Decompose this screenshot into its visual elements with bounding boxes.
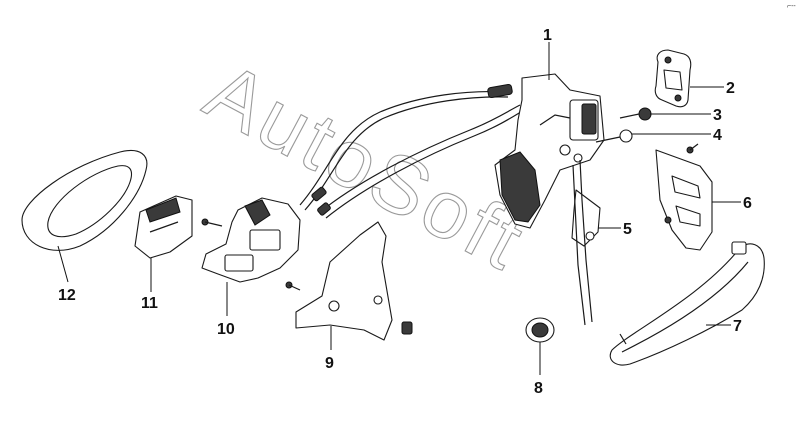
callout-5: 5: [623, 221, 632, 238]
corner-mark: ⌐--: [787, 3, 796, 10]
part-1-door-latch: [494, 73, 605, 229]
part-7-outside-handle: [609, 241, 765, 366]
callout-8: 8: [534, 380, 543, 397]
part-3-screw: [619, 107, 652, 121]
callout-12: 12: [58, 287, 76, 304]
callout-6: 6: [743, 195, 752, 212]
callout-2: 2: [726, 80, 735, 97]
part-10-inner-handle-mechanism: [201, 197, 301, 283]
part-2-striker: [654, 49, 692, 108]
leader-lines: [57, 42, 741, 375]
release-cables: [299, 83, 525, 219]
part-5-link-rod: [571, 159, 601, 326]
part-4-bolt: [595, 129, 633, 143]
callout-4: 4: [713, 127, 722, 144]
callout-7: 7: [733, 318, 742, 335]
part-12-bezel: [21, 150, 148, 251]
callout-3: 3: [713, 107, 722, 124]
callout-labels: 1 2 3 4 5 6 7 8 9 10 11 12: [58, 27, 752, 397]
part-11-handle-insert: [134, 195, 193, 259]
callout-9: 9: [325, 355, 334, 372]
callout-10: 10: [217, 321, 235, 338]
part-8-grommet: [525, 317, 555, 343]
callout-1: 1: [543, 27, 552, 44]
callout-11: 11: [141, 295, 158, 312]
part-9-mounting-plate: [285, 221, 413, 341]
part-6-handle-bracket: [655, 143, 713, 251]
